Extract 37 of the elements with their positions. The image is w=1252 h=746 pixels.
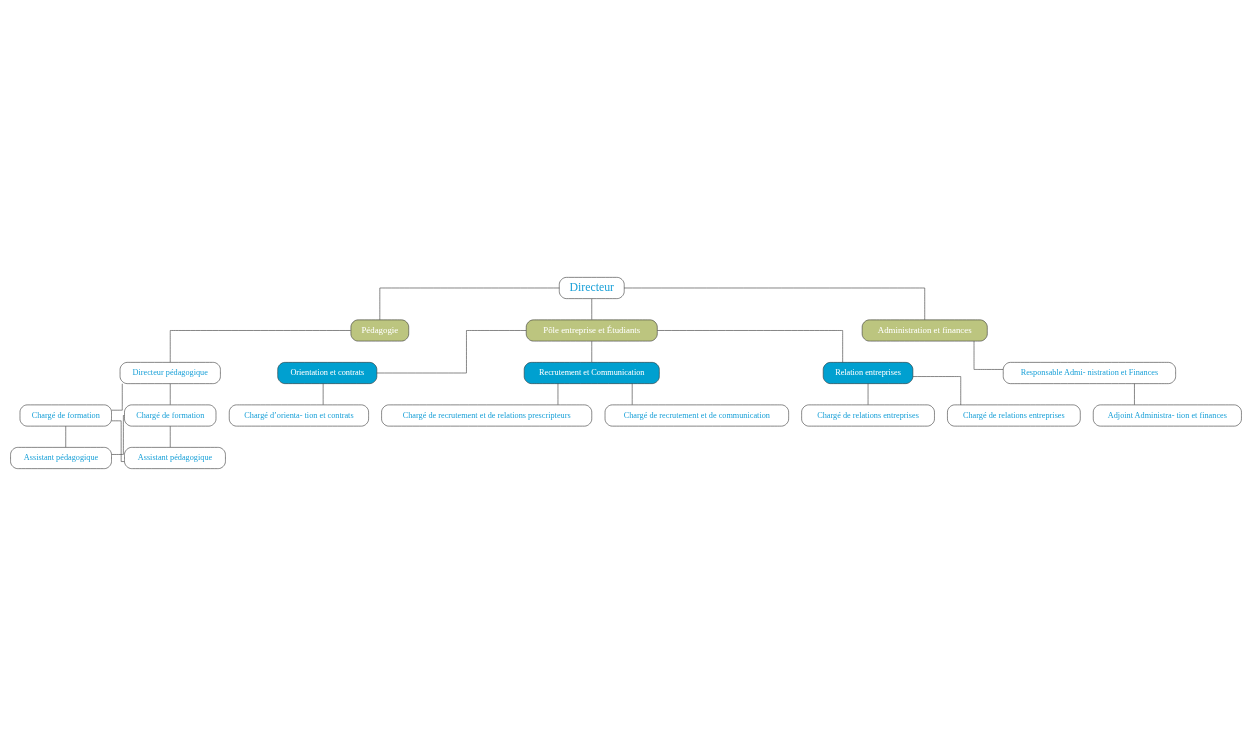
node-box: Chargé de relations entreprises <box>801 404 935 427</box>
connector <box>65 425 67 448</box>
node-box: Chargé de relations entreprises <box>947 404 1081 427</box>
connector <box>111 415 125 455</box>
connector <box>973 340 1004 370</box>
node-box: Relation entreprises <box>822 362 914 384</box>
node-box: Directeur pédagogique <box>119 362 221 384</box>
connector <box>1134 383 1135 405</box>
connector <box>591 298 593 320</box>
node-box: Recrutement et Communication <box>523 362 660 384</box>
node-box: Assistant pédagogique <box>10 447 112 469</box>
connector <box>379 287 560 321</box>
node-box: Chargé d’orienta- tion et contrats <box>229 404 369 427</box>
connector <box>557 383 559 405</box>
connector <box>657 330 843 363</box>
node-box: Orientation et contrats <box>277 362 378 384</box>
connector <box>376 330 527 374</box>
node-box: Adjoint Administra- tion et finances <box>1092 404 1242 427</box>
node-box: Directeur <box>559 277 625 299</box>
node-box: Chargé de formation <box>124 404 217 427</box>
connector <box>912 376 962 406</box>
node-box: Assistant pédagogique <box>124 447 226 469</box>
connector <box>631 383 633 405</box>
node-box: Administration et finances <box>861 319 988 342</box>
node-box: Pédagogie <box>350 319 410 342</box>
connector <box>867 383 869 405</box>
connector <box>591 340 593 363</box>
node-box: Responsable Admi- nistration et Finances <box>1002 362 1176 384</box>
connector <box>322 383 324 405</box>
node-box: Pôle entreprise et Étudiants <box>525 319 658 342</box>
connector <box>624 287 925 321</box>
node-box: Chargé de formation <box>19 404 112 427</box>
node-box: Chargé de recrutement et de communication <box>604 404 789 427</box>
connector <box>111 420 125 462</box>
connector <box>169 425 171 448</box>
node-box: Chargé de recrutement et de relations prescripteurs <box>381 404 593 427</box>
connector <box>169 330 351 363</box>
